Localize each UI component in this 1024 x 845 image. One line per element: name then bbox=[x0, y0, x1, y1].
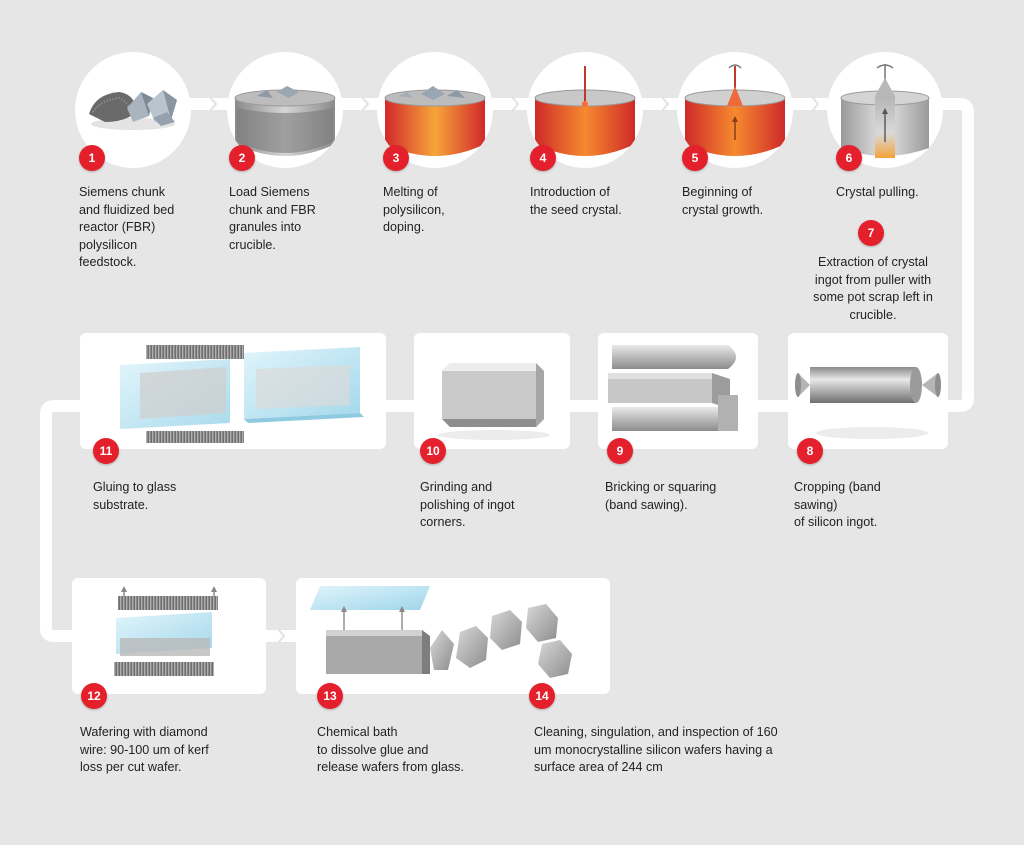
step-2-badge: 2 bbox=[229, 145, 255, 171]
step-13-label: Chemical bath to dissolve glue and relea… bbox=[317, 725, 464, 774]
step-4-badge: 4 bbox=[530, 145, 556, 171]
step-8-label: Cropping (band sawing) of silicon ingot. bbox=[794, 480, 881, 529]
step-1-badge: 1 bbox=[79, 145, 105, 171]
step-6-badge: 6 bbox=[836, 145, 862, 171]
step-9-illustration bbox=[598, 333, 758, 449]
step-12-illustration bbox=[72, 578, 266, 694]
step-9-badge: 9 bbox=[607, 438, 633, 464]
step-5-badge: 5 bbox=[682, 145, 708, 171]
step-8-badge: 8 bbox=[797, 438, 823, 464]
step-4-label: Introduction of the seed crystal. bbox=[530, 185, 622, 217]
step-14-label: Cleaning, singulation, and inspection of… bbox=[534, 725, 778, 774]
step-10-badge: 10 bbox=[420, 438, 446, 464]
step-1-illustration bbox=[75, 52, 191, 168]
step-13-badge: 13 bbox=[317, 683, 343, 709]
step-9-label: Bricking or squaring (band sawing). bbox=[605, 480, 717, 512]
step-7-label: Extraction of crystal ingot from puller … bbox=[813, 255, 933, 322]
step-1-label: Siemens chunk and fluidized bed reactor … bbox=[79, 185, 175, 269]
step-13-14-illustration bbox=[296, 578, 610, 694]
step-12-label: Wafering with diamond wire: 90-100 um of… bbox=[80, 725, 209, 774]
step-12-badge: 12 bbox=[81, 683, 107, 709]
step-8-illustration bbox=[788, 333, 948, 449]
step-10-label: Grinding and polishing of ingot corners. bbox=[420, 480, 515, 529]
step-11-illustration bbox=[80, 333, 386, 449]
step-3-label: Melting of polysilicon, doping. bbox=[383, 185, 445, 234]
step-3-badge: 3 bbox=[383, 145, 409, 171]
step-11-badge: 11 bbox=[93, 438, 119, 464]
step-2-illustration bbox=[227, 52, 343, 168]
step-2-label: Load Siemens chunk and FBR granules into… bbox=[229, 185, 316, 252]
step-7-badge: 7 bbox=[858, 220, 884, 246]
step-5-label: Beginning of crystal growth. bbox=[682, 185, 764, 217]
step-11-label: Gluing to glass substrate. bbox=[93, 480, 177, 512]
step-10-illustration bbox=[414, 333, 570, 449]
step-6-label: Crystal pulling. bbox=[836, 185, 919, 199]
step-14-badge: 14 bbox=[529, 683, 555, 709]
